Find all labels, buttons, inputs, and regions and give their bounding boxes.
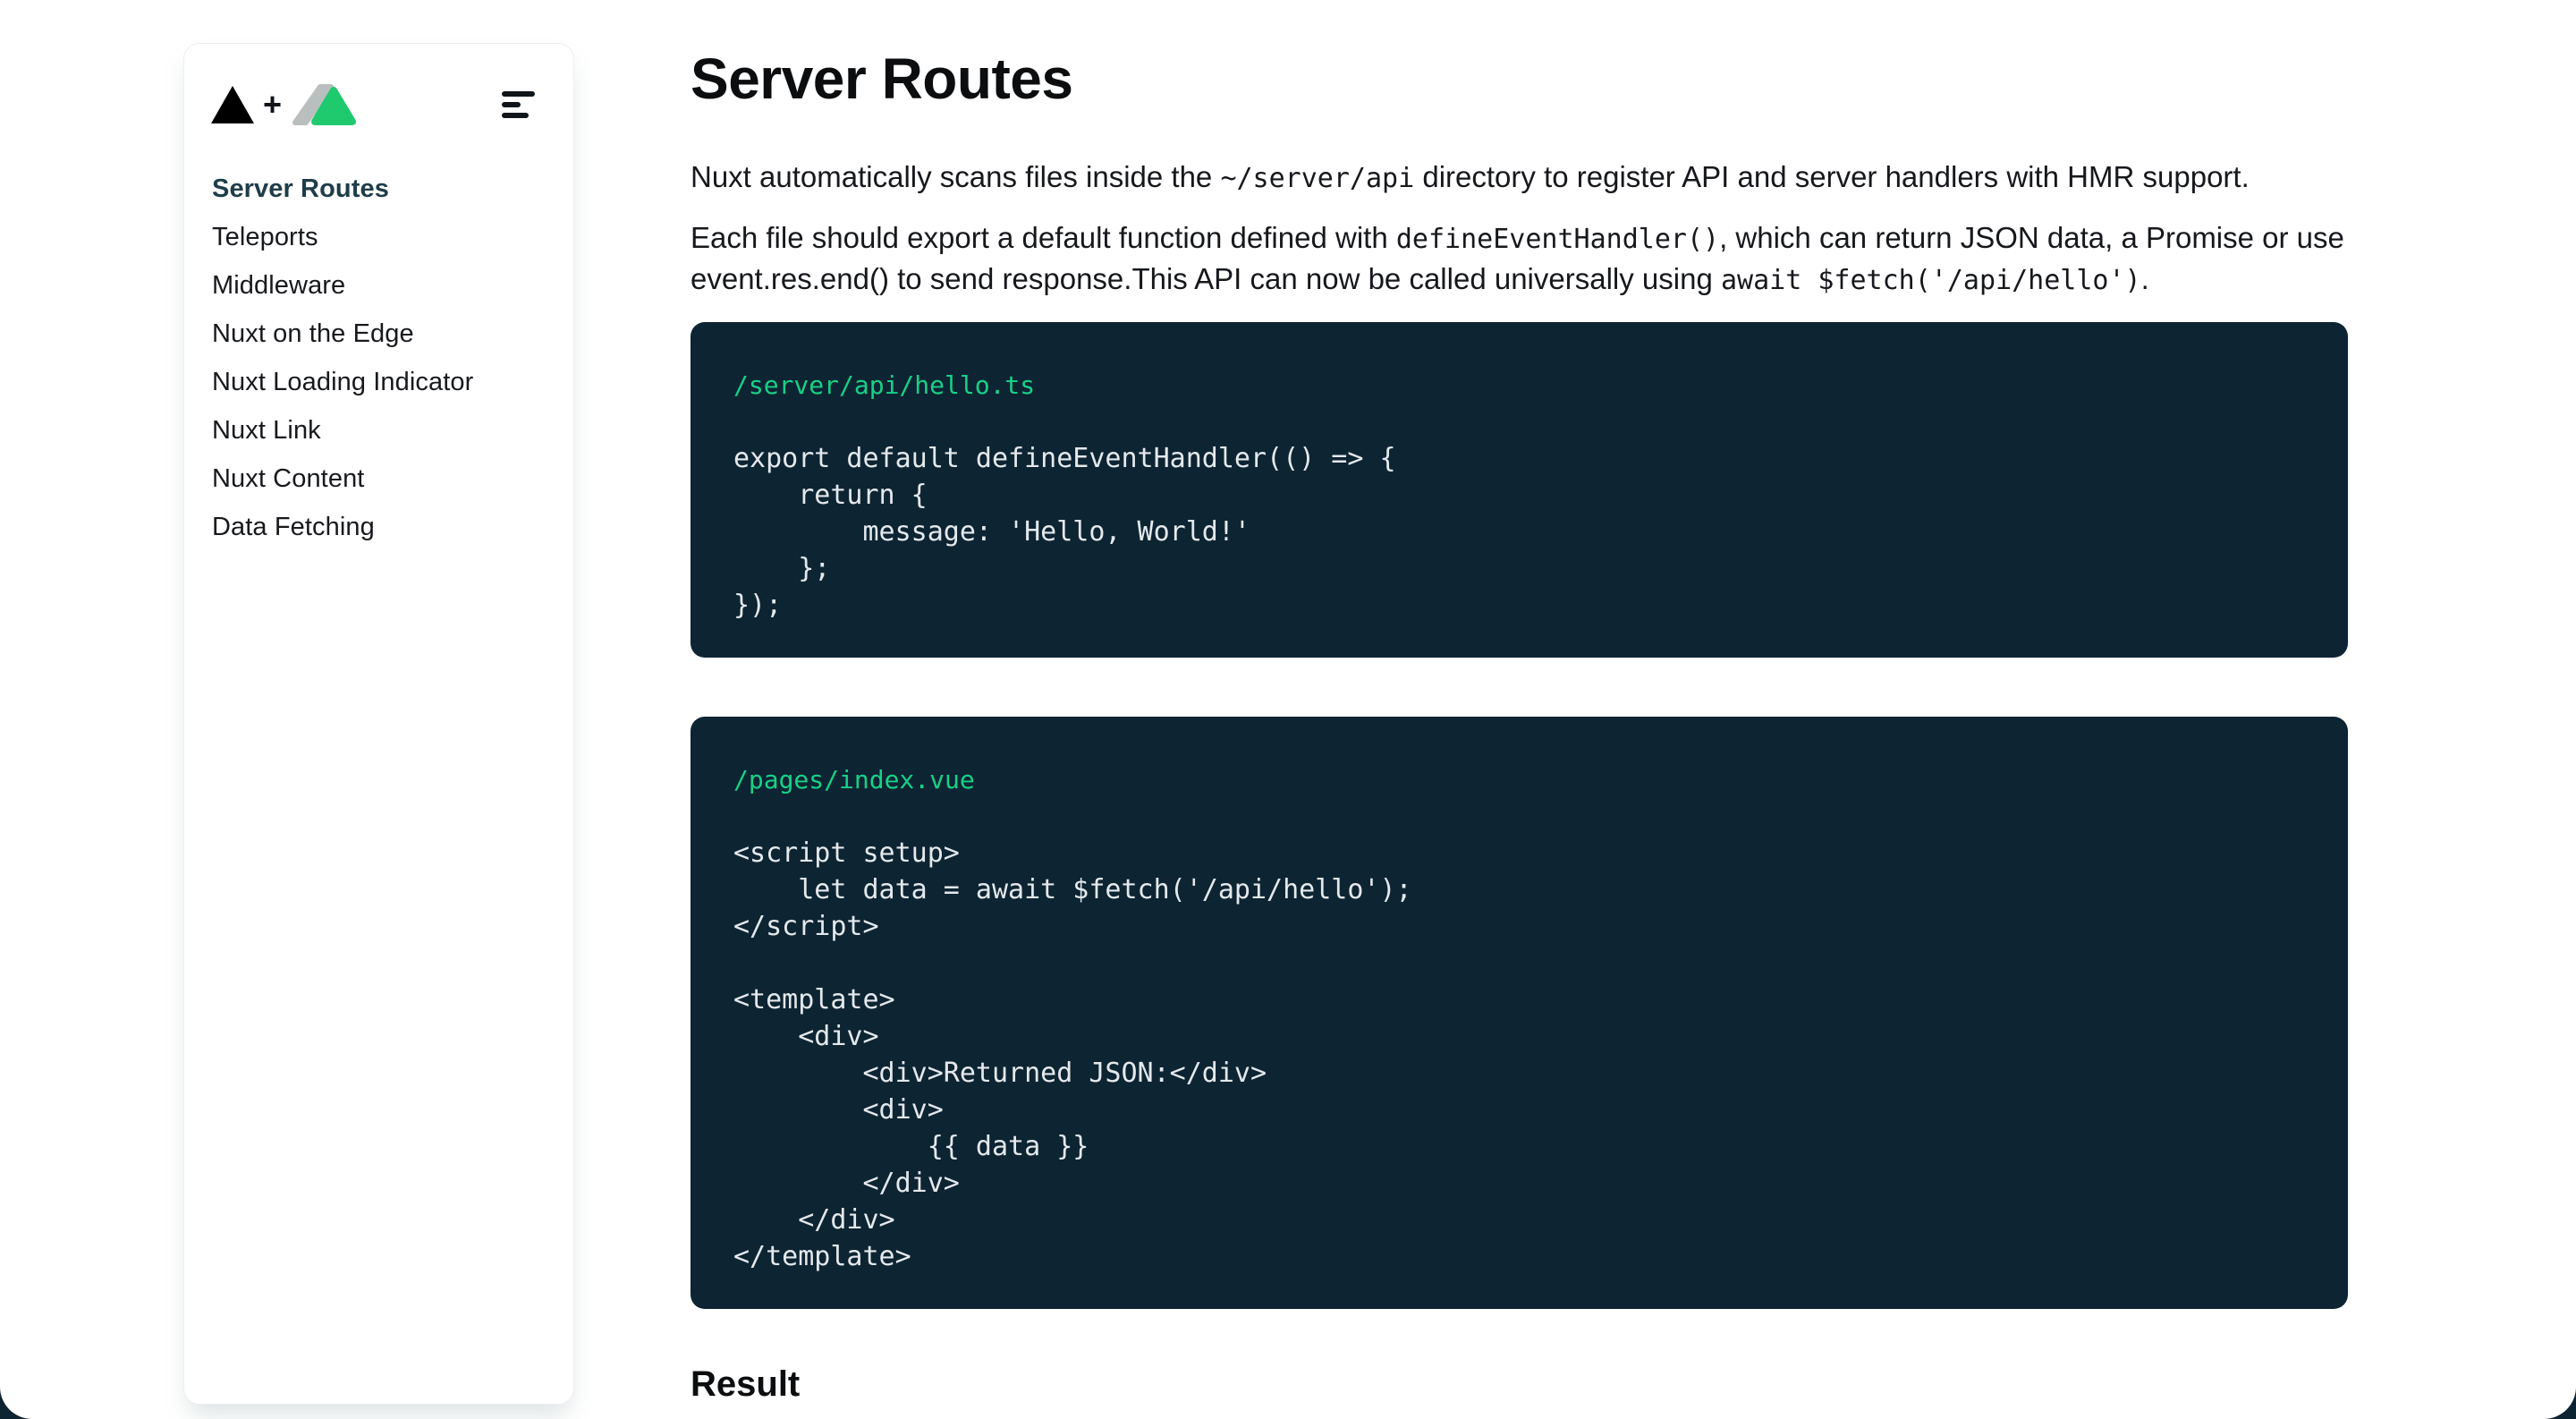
paragraph-2: Each file should export a default functi… [691, 218, 2348, 301]
vercel-triangle-icon [211, 86, 254, 123]
menu-bar [502, 91, 535, 97]
nuxt-logo-icon [292, 84, 357, 125]
sidebar-item-teleports[interactable]: Teleports [212, 222, 318, 251]
sidebar-nav: Server Routes Teleports Middleware Nuxt … [184, 165, 573, 551]
main-content: Server Routes Nuxt automatically scans f… [691, 0, 2348, 1405]
paragraph-2-text: . [2140, 262, 2149, 295]
sidebar-item-nuxt-link[interactable]: Nuxt Link [212, 415, 321, 445]
sidebar-item-nuxt-on-the-edge[interactable]: Nuxt on the Edge [212, 319, 414, 348]
sidebar-item-nuxt-content[interactable]: Nuxt Content [212, 463, 365, 493]
menu-icon[interactable] [502, 91, 536, 118]
inline-code-server-api: ~/server/api [1220, 163, 1415, 194]
paragraph-1: Nuxt automatically scans files inside th… [691, 157, 2348, 199]
code-filename: /pages/index.vue [733, 765, 975, 794]
sidebar-item-middleware[interactable]: Middleware [212, 270, 346, 300]
menu-bar [502, 102, 521, 107]
inline-code-await-fetch: await $fetch('/api/hello') [1720, 265, 2141, 296]
paragraph-1-text: Nuxt automatically scans files inside th… [691, 160, 1221, 193]
paragraph-2-text: Each file should export a default functi… [691, 221, 1396, 254]
menu-bar [502, 113, 529, 118]
result-heading: Result [691, 1364, 801, 1404]
code-block-server-api-hello: /server/api/hello.ts export default defi… [691, 322, 2348, 658]
sidebar-item-data-fetching[interactable]: Data Fetching [212, 512, 375, 541]
inline-code-define-event-handler: defineEventHandler() [1395, 224, 1720, 255]
logo-row: + [211, 83, 536, 126]
paragraph-1-text: directory to register API and server han… [1414, 160, 2250, 193]
code-block-pages-index: /pages/index.vue <script setup> let data… [691, 717, 2348, 1309]
code-content: <script setup> let data = await $fetch('… [733, 837, 1412, 1272]
plus-sign: + [263, 86, 283, 123]
code-filename: /server/api/hello.ts [733, 370, 1036, 400]
page-title: Server Routes [691, 47, 1073, 111]
paragraph-2-text: , which can return JSON data, a Promise … [691, 221, 2344, 295]
sidebar-item-server-routes[interactable]: Server Routes [212, 174, 389, 203]
sidebar: + Server Routes Teleports Middleware Nux… [183, 43, 574, 1405]
code-content: export default defineEventHandler(() => … [733, 443, 1396, 621]
sidebar-item-nuxt-loading-indicator[interactable]: Nuxt Loading Indicator [212, 367, 474, 396]
